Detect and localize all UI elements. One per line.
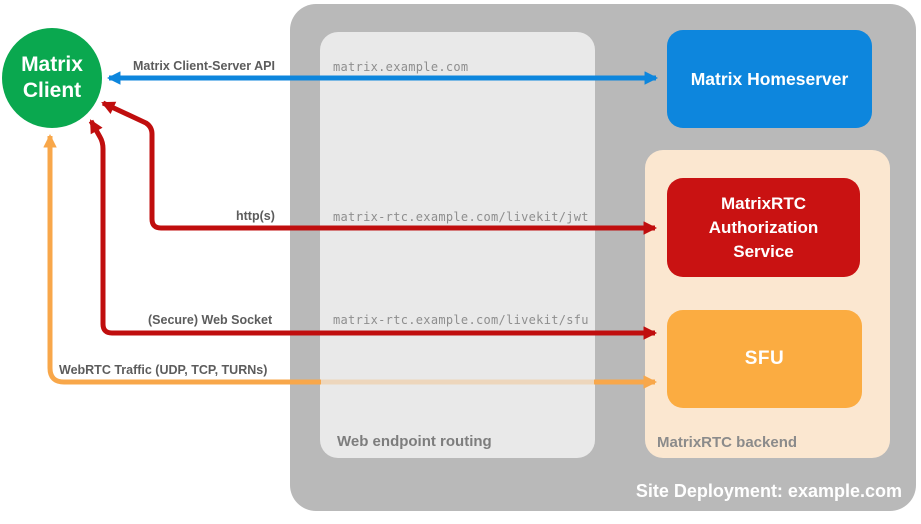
web-endpoint-routing-label: Web endpoint routing xyxy=(337,433,492,450)
matrixrtc-backend-label: MatrixRTC backend xyxy=(657,434,798,451)
label-secure-web-socket: (Secure) Web Socket xyxy=(148,313,273,327)
node-matrix-client: Matrix Client xyxy=(2,28,102,128)
arrow-websocket-sfu xyxy=(88,119,658,340)
endpoint-matrix-example-com: matrix.example.com xyxy=(333,60,469,74)
label-client-server-api: Matrix Client-Server API xyxy=(133,59,275,73)
sfu-label: SFU xyxy=(744,348,785,369)
label-https: http(s) xyxy=(236,209,275,223)
auth-service-label: MatrixRTC Authorization Service xyxy=(708,193,819,261)
arrow-webrtc-traffic xyxy=(43,133,658,389)
node-sfu: SFU xyxy=(667,310,862,408)
label-webrtc-traffic: WebRTC Traffic (UDP, TCP, TURNs) xyxy=(59,363,268,377)
matrix-client-label: Matrix Client xyxy=(21,53,83,102)
endpoint-livekit-sfu: matrix-rtc.example.com/livekit/sfu xyxy=(333,313,589,327)
endpoint-livekit-jwt: matrix-rtc.example.com/livekit/jwt xyxy=(333,210,589,224)
node-matrixrtc-authorization-service: MatrixRTC Authorization Service xyxy=(667,178,860,277)
matrix-homeserver-label: Matrix Homeserver xyxy=(690,68,849,89)
site-deployment-label: Site Deployment: example.com xyxy=(635,481,902,501)
node-matrix-homeserver: Matrix Homeserver xyxy=(667,30,872,128)
